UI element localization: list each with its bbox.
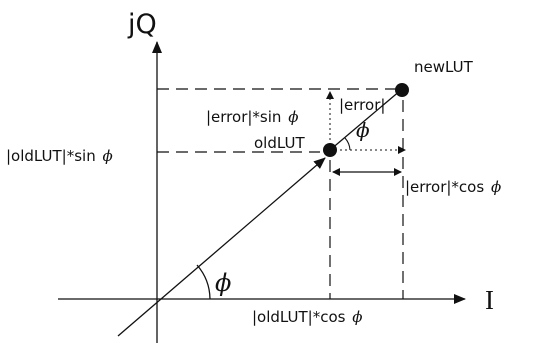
jq-axis-label: jQ [127, 9, 157, 40]
oldlut-label: oldLUT [254, 134, 305, 152]
error-sin-phi: ϕ [288, 108, 298, 126]
oldlut-sin-label: |oldLUT|*sin ϕ [6, 147, 113, 165]
error-sin-label: |error|*sin ϕ [206, 108, 298, 126]
newlut-label: newLUT [414, 58, 474, 76]
angle-arc-oldlut [344, 137, 351, 151]
error-sin-text: |error|*sin [206, 108, 281, 126]
phi-oldlut-label: ϕ [356, 118, 370, 142]
i-axis-label: I [485, 285, 494, 315]
oldlut-sin-phi: ϕ [103, 147, 113, 165]
oldlut-sin-text: |oldLUT|*sin [6, 147, 96, 165]
error-cos-label: |error|*cos ϕ [405, 178, 501, 196]
newlut-point [395, 83, 409, 97]
error-cos-phi: ϕ [491, 178, 501, 196]
angle-arc-origin [196, 264, 211, 300]
oldlut-vector [117, 157, 326, 337]
oldlut-cos-text: |oldLUT|*cos [252, 308, 346, 326]
error-label: |error| [339, 96, 385, 114]
phi-origin-label: ϕ [215, 269, 231, 297]
oldlut-cos-phi: ϕ [352, 308, 362, 326]
oldlut-cos-label: |oldLUT|*cos ϕ [252, 308, 362, 326]
error-cos-text: |error|*cos [405, 178, 484, 196]
error-vector [329, 89, 402, 151]
oldlut-point [323, 143, 337, 157]
